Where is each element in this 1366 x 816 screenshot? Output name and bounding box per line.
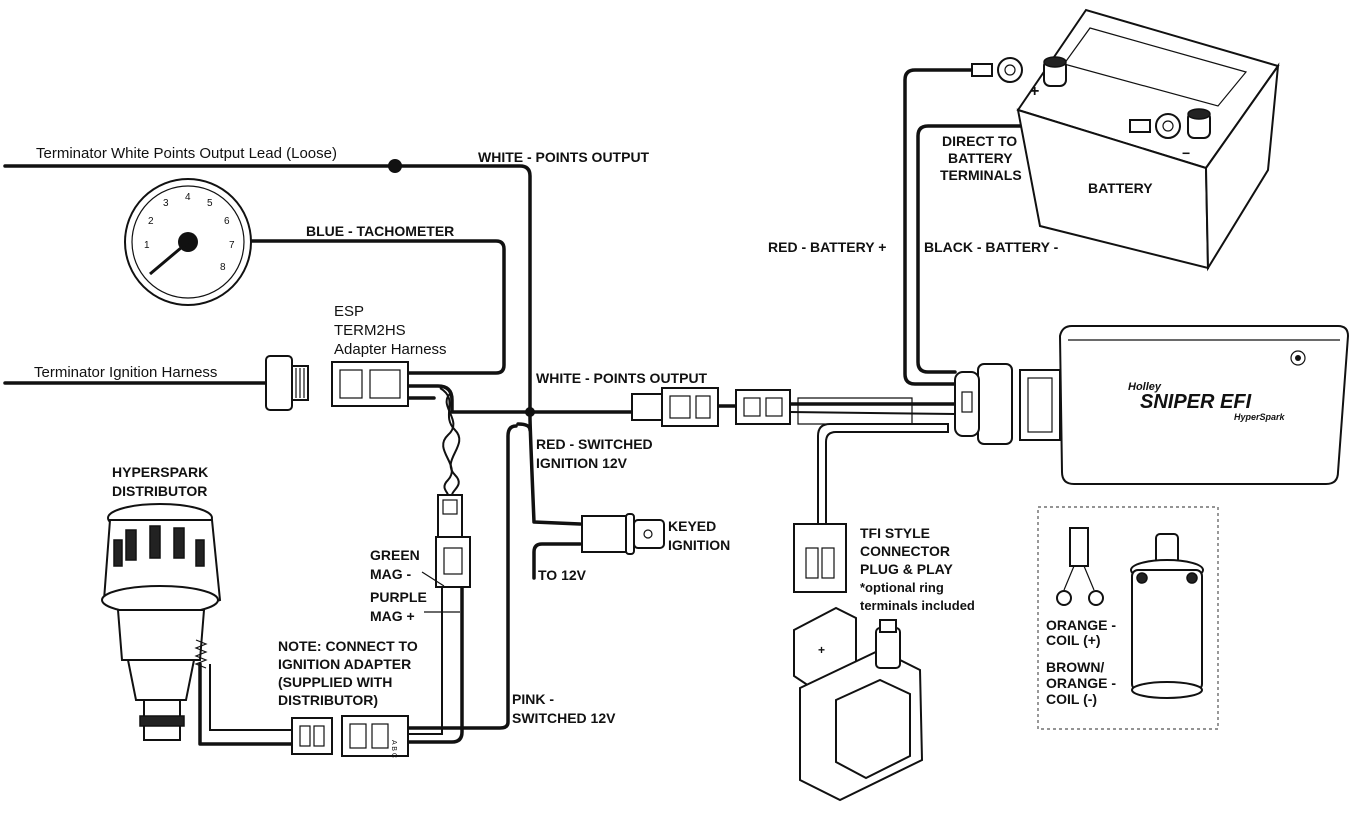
tach-number-5: 5 [207, 198, 213, 209]
distributor-adapter-connector: A B C [291, 715, 409, 758]
tfi-label-line2: CONNECTOR [860, 543, 950, 559]
blue-tachometer-wire [250, 239, 506, 375]
black-battery-label: BLACK - BATTERY - [924, 239, 1059, 255]
ecu-connector [954, 363, 1061, 445]
note-label-line1: NOTE: CONNECT TO [278, 638, 418, 654]
tfi-label-line4: *optional ring [860, 580, 944, 595]
purple-mag-wire [406, 586, 464, 744]
orange-coil-label-line2: COIL (+) [1046, 632, 1101, 648]
canister-ignition-coil [1130, 533, 1204, 699]
red-switched-label-line2: IGNITION 12V [536, 455, 628, 471]
keyed-ignition-label-line2: IGNITION [668, 537, 730, 553]
tfi-ignition-coil: + [793, 606, 924, 802]
brown-orange-coil-label-line3: COIL (-) [1046, 691, 1097, 707]
white-points-output-wire [406, 384, 634, 414]
purple-mag-label-line1: PURPLE [370, 589, 427, 605]
main-harness-wire-2 [789, 411, 956, 415]
terminator-ignition-harness-label: Terminator Ignition Harness [34, 364, 217, 381]
tach-number-7: 7 [229, 240, 235, 251]
tfi-label-line3: PLUG & PLAY [860, 561, 953, 577]
direct-to-battery-label-line3: TERMINALS [940, 167, 1022, 183]
esp-label-line1: ESP [334, 303, 364, 320]
twisted-mag-wires-2 [442, 391, 455, 496]
battery: + − [1016, 8, 1280, 272]
tach-number-3: 3 [163, 198, 169, 209]
keyed-ignition-label-line1: KEYED [668, 518, 716, 534]
brown-orange-coil-label-line2: ORANGE - [1046, 675, 1116, 691]
green-mag-pointer [421, 571, 445, 587]
tach-number-8: 8 [220, 262, 226, 273]
optional-coil-dashed-box [1037, 506, 1219, 730]
esp-label-line2: TERM2HS [334, 322, 406, 339]
tfi-connector-cable [817, 423, 949, 525]
black-battery-minus-wire [916, 124, 1132, 374]
green-mag-label-line1: GREEN [370, 547, 420, 563]
battery-ring-terminal-positive [971, 57, 1023, 83]
note-label-line4: DISTRIBUTOR) [278, 692, 378, 708]
tachometer: 1 2 3 4 5 6 7 8 [124, 178, 252, 306]
battery-plus-sign: + [1030, 83, 1039, 100]
main-harness-sheath [797, 397, 913, 425]
distributor-lead-wire [198, 662, 294, 746]
direct-to-battery-label-line2: BATTERY [948, 150, 1013, 166]
red-switched-ignition-wire [528, 410, 582, 526]
note-label-line3: (SUPPLIED WITH [278, 674, 392, 690]
ecu-name-text: SNIPER EFI [1140, 391, 1252, 413]
white-points-output-mid-label: WHITE - POINTS OUTPUT [536, 370, 708, 386]
battery-label: BATTERY [1088, 180, 1153, 196]
wire-junction-dot [388, 159, 402, 173]
tach-number-4: 4 [185, 192, 191, 203]
brown-orange-coil-label-line1: BROWN/ [1046, 659, 1104, 675]
coil-plus-sign: + [818, 643, 825, 657]
orange-coil-label-line1: ORANGE - [1046, 617, 1116, 633]
white-points-inline-connector [631, 387, 791, 427]
white-lead-loose-label: Terminator White Points Output Lead (Loo… [36, 145, 337, 162]
red-battery-label: RED - BATTERY + [768, 239, 886, 255]
keyed-ignition-switch [581, 513, 665, 555]
hyperspark-label-line1: HYPERSPARK [112, 464, 208, 480]
tfi-style-connector [793, 523, 847, 593]
red-switched-branch [516, 422, 532, 432]
tfi-label-line1: TFI STYLE [860, 525, 930, 541]
purple-mag-label-line2: MAG + [370, 608, 415, 624]
distributor-lead-wire-2 [209, 664, 292, 731]
hyperspark-label-line2: DISTRIBUTOR [112, 483, 207, 499]
pink-switched-12v-wire [406, 424, 518, 730]
direct-to-battery-label-line1: DIRECT TO [942, 133, 1017, 149]
tach-number-1: 1 [144, 240, 150, 251]
tach-number-2: 2 [148, 216, 154, 227]
pink-switched-label-line2: SWITCHED 12V [512, 710, 616, 726]
hyperspark-distributor [101, 503, 222, 741]
red-switched-label-line1: RED - SWITCHED [536, 436, 653, 452]
note-label-line2: IGNITION ADAPTER [278, 656, 411, 672]
pink-switched-label-line1: PINK - [512, 691, 554, 707]
esp-label-line3: Adapter Harness [334, 341, 447, 358]
esp-adapter-harness-connector [331, 361, 409, 407]
sniper-efi-hyperspark-ecu: Holley SNIPER EFI HyperSpark [1058, 325, 1350, 485]
twisted-mag-wires [439, 387, 461, 496]
green-mag-label-line2: MAG - [370, 566, 412, 582]
to-12v-wire [532, 542, 582, 580]
ecu-brand-text: Holley [1128, 381, 1162, 393]
mag-wire-connector [435, 494, 471, 588]
ecu-sub-text: HyperSpark [1234, 412, 1286, 422]
battery-minus-sign: − [1182, 145, 1190, 161]
tach-number-6: 6 [224, 216, 230, 227]
to-12v-label: TO 12V [538, 567, 587, 583]
blue-tachometer-label: BLUE - TACHOMETER [306, 223, 454, 239]
tfi-label-line5: terminals included [860, 598, 975, 613]
white-points-output-top-label: WHITE - POINTS OUTPUT [478, 149, 650, 165]
green-mag-wire [408, 588, 443, 735]
connector-abc-label: A B C [390, 740, 397, 758]
white-points-output-lead-wire [3, 164, 532, 414]
terminator-ignition-connector [265, 355, 309, 411]
battery-ring-terminal-negative [1129, 113, 1181, 139]
ring-terminals-pair [1056, 527, 1104, 606]
red-battery-plus-wire [903, 68, 974, 386]
